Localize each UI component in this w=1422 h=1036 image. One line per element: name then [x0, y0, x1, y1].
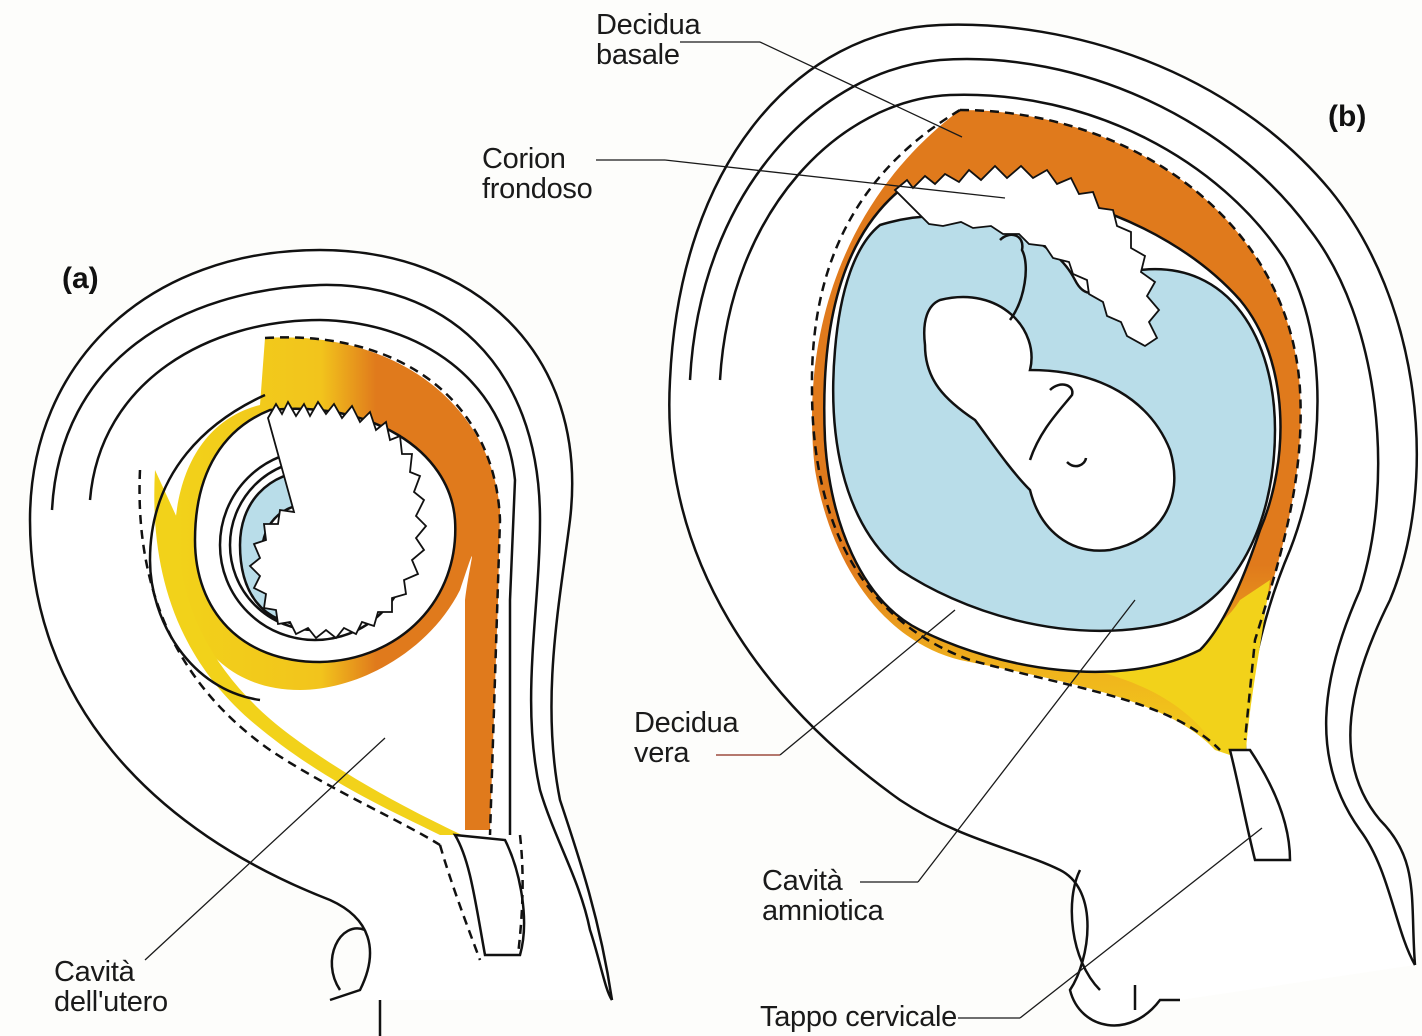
label-corion-frondoso: Corion frondoso [482, 144, 592, 204]
panel-a-uterus [30, 250, 612, 1036]
label-decidua-vera: Decidua vera [634, 708, 738, 768]
label-decidua-basale: Decidua basale [596, 10, 700, 70]
label-decidua-basale-line1: Decidua [596, 10, 700, 40]
label-cavita-utero-line2: dell'utero [54, 987, 168, 1017]
label-cavita-amniotica-line1: Cavità [762, 866, 883, 896]
label-cavita-utero: Cavità dell'utero [54, 957, 168, 1017]
label-cavita-utero-line1: Cavità [54, 957, 168, 987]
label-decidua-vera-line2: vera [634, 738, 738, 768]
label-corion-frondoso-line1: Corion [482, 144, 592, 174]
panel-b-label: (b) [1328, 100, 1366, 134]
label-corion-frondoso-line2: frondoso [482, 174, 592, 204]
label-decidua-basale-line2: basale [596, 40, 700, 70]
label-tappo-cervicale: Tappo cervicale [760, 1002, 957, 1032]
panel-a-label: (a) [62, 262, 99, 296]
label-cavita-amniotica-line2: amniotica [762, 896, 883, 926]
label-decidua-vera-line1: Decidua [634, 708, 738, 738]
label-tappo-cervicale-line1: Tappo cervicale [760, 1002, 957, 1032]
label-cavita-amniotica: Cavità amniotica [762, 866, 883, 926]
